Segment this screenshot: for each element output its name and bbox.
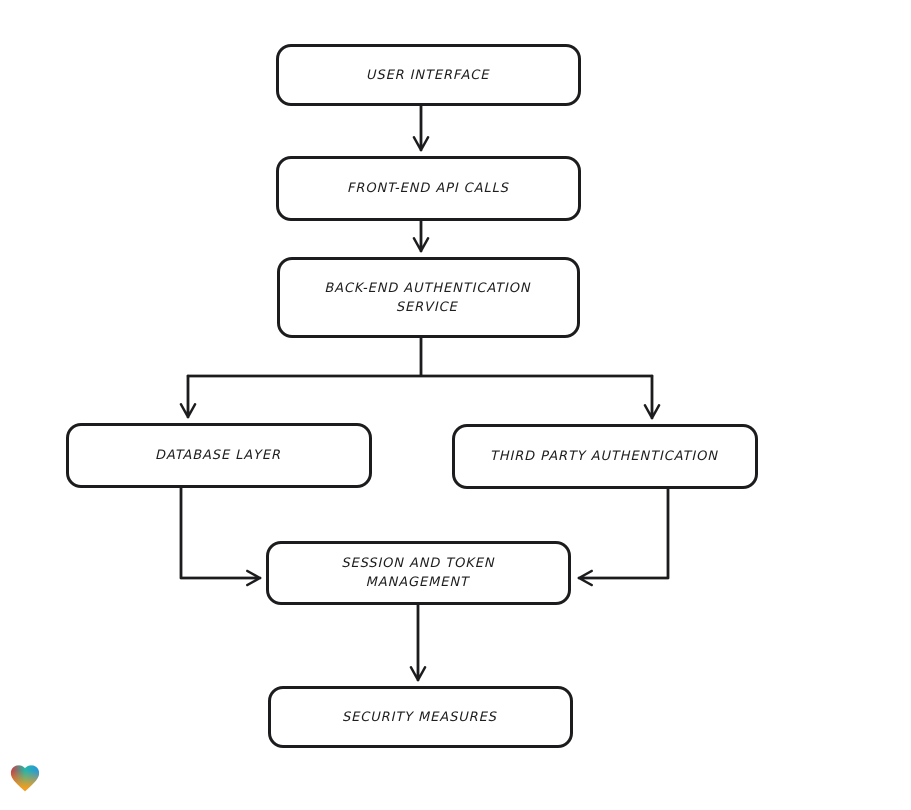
node-label: THIRD PARTY AUTHENTICATION	[490, 449, 720, 464]
node-label: DATABASE LAYER	[155, 448, 283, 463]
node-third-party-authentication: THIRD PARTY AUTHENTICATION	[452, 424, 758, 489]
node-session-and-token-management: SESSION AND TOKEN MANAGEMENT	[266, 541, 571, 605]
gradient-heart-icon[interactable]	[8, 761, 42, 795]
node-label: USER INTERFACE	[366, 67, 491, 83]
node-back-end-authentication-service: BACK-END AUTHENTICATION SERVICE	[277, 257, 580, 338]
node-label: BACK-END AUTHENTICATION SERVICE	[325, 280, 533, 315]
edge-thirdparty-to-session	[577, 487, 670, 587]
node-user-interface: USER INTERFACE	[276, 44, 581, 106]
node-label: SESSION AND TOKEN MANAGEMENT	[341, 556, 496, 590]
node-front-end-api-calls: FRONT-END API CALLS	[276, 156, 581, 221]
node-label: SECURITY MEASURES	[342, 709, 499, 725]
node-database-layer: DATABASE LAYER	[66, 423, 372, 488]
node-label: FRONT-END API CALLS	[347, 181, 510, 196]
node-security-measures: SECURITY MEASURES	[268, 686, 573, 748]
edge-database-to-session	[179, 486, 262, 587]
edge-backend-split-stem	[186, 336, 654, 378]
